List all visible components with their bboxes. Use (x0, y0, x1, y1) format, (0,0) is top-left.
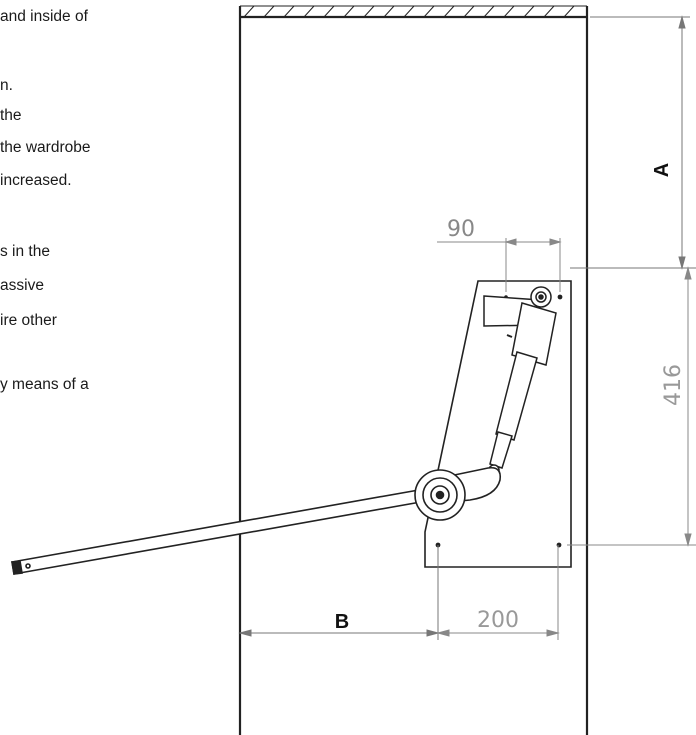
plate-hole-icon (556, 542, 562, 548)
arrowhead-icon (549, 238, 562, 246)
dimension-416: 416 (567, 266, 696, 547)
lift-arm (11, 466, 502, 575)
arrowhead-icon (238, 629, 252, 637)
arrowhead-icon (426, 629, 440, 637)
dimension-label-A: A (651, 163, 673, 177)
text-line: y means of a (0, 376, 89, 393)
arrowhead-icon (504, 238, 517, 246)
dimension-label-416: 416 (661, 364, 686, 406)
dimension-label-B: B (335, 611, 349, 633)
dimension-label-90: 90 (447, 217, 475, 242)
instruction-text-fragment: and inside of n. the the wardrobe increa… (0, 0, 240, 735)
dimension-label-200: 200 (477, 608, 519, 633)
dimension-200: 200 (436, 545, 560, 640)
actuator-motor-housing (511, 302, 557, 366)
arrowhead-icon (546, 629, 560, 637)
arrowhead-icon (678, 15, 686, 29)
ceiling-hatch (243, 5, 575, 18)
actuator-body (495, 351, 538, 441)
arrowhead-icon (684, 266, 692, 280)
cabinet-panel (238, 5, 589, 735)
lift-arm-end-cap (11, 560, 23, 575)
arrowhead-icon (684, 533, 692, 547)
text-line: the (0, 107, 22, 124)
arrowhead-icon (678, 256, 686, 270)
text-line: n. (0, 77, 13, 94)
actuator-rod (489, 431, 513, 469)
text-line: increased. (0, 172, 72, 189)
text-line: the wardrobe (0, 139, 91, 156)
plate-hole-icon (557, 294, 563, 300)
dimension-A: A (570, 15, 696, 270)
text-line: s in the (0, 243, 50, 260)
arrowhead-icon (436, 629, 450, 637)
dimension-B: B (238, 545, 440, 640)
dimension-90: 90 (437, 217, 562, 292)
lift-arm-bar (11, 487, 433, 575)
text-line: ire other (0, 312, 57, 329)
text-line: assive (0, 277, 44, 294)
text-line: and inside of (0, 8, 88, 25)
actuator-cylinder (483, 286, 557, 476)
